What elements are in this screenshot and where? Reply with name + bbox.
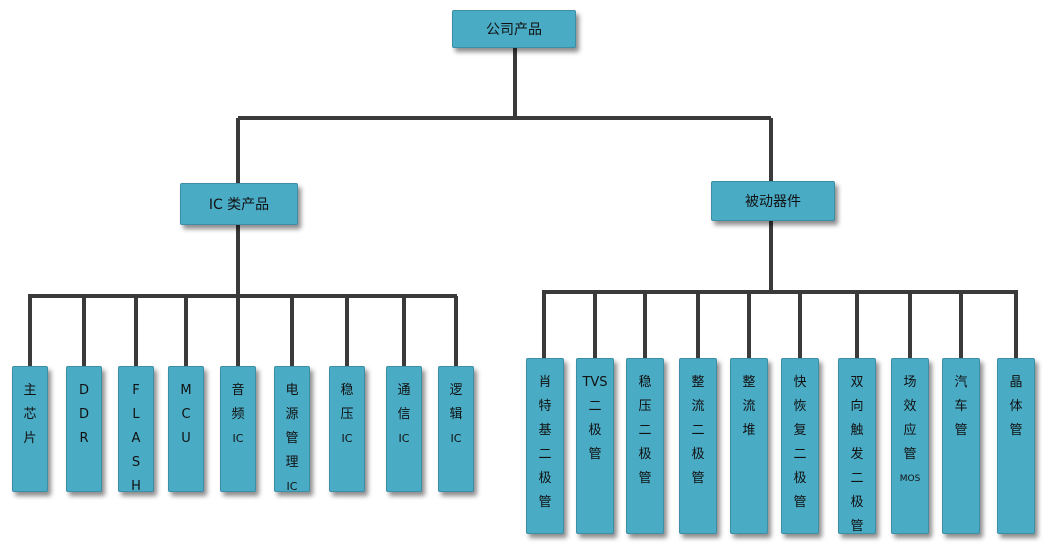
leaf-node-transistor: 晶体管 [997, 358, 1035, 534]
branch-node-passive: 被动器件 [711, 181, 835, 221]
leaf-node-bridge-rectifier: 整流堆 [730, 358, 768, 534]
leaf-node-rectifier-diode: 整流二极管 [679, 358, 717, 534]
leaf-node-main-chip: 主芯片 [12, 366, 48, 492]
leaf-node-fast-recovery-diode: 快恢复二极管 [781, 358, 819, 534]
leaf-node-schottky-diode: 肖特基二极管 [526, 358, 564, 534]
leaf-node-zener-diode: 稳压二极管 [626, 358, 664, 534]
leaf-node-diac: 双向触发二极管 [838, 358, 876, 534]
leaf-node-automotive-diode: 汽车管 [942, 358, 980, 534]
branch-node-ic: IC 类产品 [180, 183, 298, 225]
root-node: 公司产品 [452, 10, 576, 48]
